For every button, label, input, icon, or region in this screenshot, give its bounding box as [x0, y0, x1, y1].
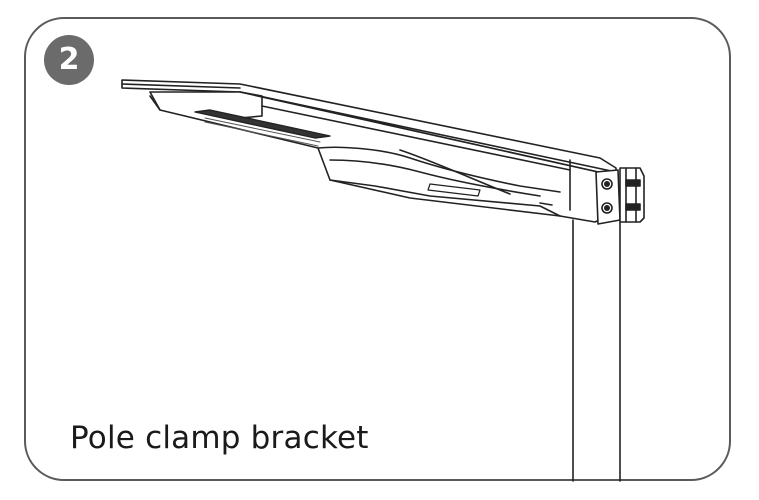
- led-module: [194, 109, 331, 147]
- pole-clamp-bracket: [595, 167, 645, 225]
- caption-label: Pole clamp bracket: [70, 420, 369, 456]
- step-number-badge: 2: [44, 35, 94, 85]
- step-card: [24, 17, 731, 481]
- pole: [572, 219, 621, 482]
- housing-slot: [427, 183, 553, 206]
